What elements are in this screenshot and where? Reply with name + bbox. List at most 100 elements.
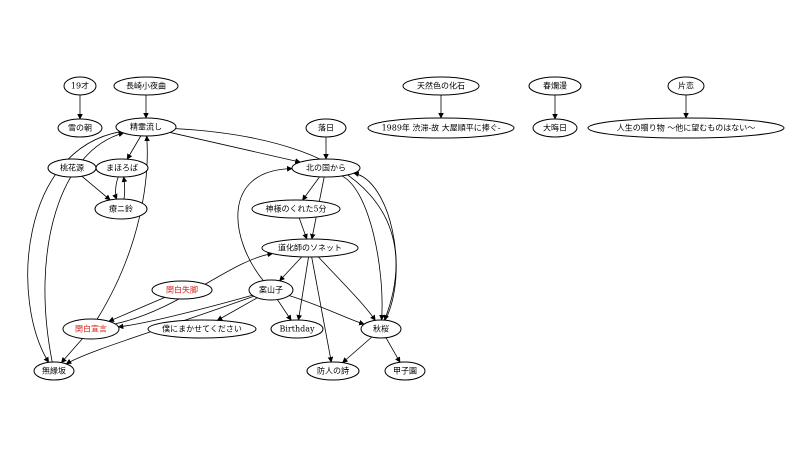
node-shape — [384, 361, 426, 381]
edge-shoryo-to-akizakura — [175, 128, 397, 321]
node-shape — [147, 319, 257, 339]
node-ounichi[interactable]: 大晦日 — [532, 118, 578, 138]
node-shape — [63, 76, 97, 96]
edge-anzanshi-to-kitanokuni — [237, 165, 293, 281]
node-kitanokuni[interactable]: 北の国から — [291, 158, 361, 178]
node-kouji[interactable]: 療ニ鈴 — [94, 198, 148, 220]
node-n1989[interactable]: 1989年 渋滞-故 大屋順平に捧ぐ- — [367, 117, 515, 139]
edge-kanpaku_sengen-to-muenzaka — [61, 338, 83, 364]
node-shape — [360, 319, 402, 339]
node-label: 秋桜 — [373, 324, 389, 334]
node-shape — [291, 158, 361, 178]
node-anzanshi[interactable]: 案山子 — [248, 279, 294, 301]
node-label: 神様のくれた5分 — [265, 204, 326, 214]
node-label: 関白宣言 — [75, 324, 107, 334]
node-shape — [151, 280, 213, 300]
node-akizakura[interactable]: 秋桜 — [360, 319, 402, 339]
node-label: Birthday — [279, 325, 315, 334]
node-sakimori[interactable]: 防人の詩 — [306, 361, 360, 381]
node-label: 無縁坂 — [42, 366, 66, 376]
edge-muenzaka-to-shoryo — [44, 131, 125, 363]
node-label: 19才 — [71, 81, 89, 91]
node-label: 大晦日 — [543, 123, 567, 133]
node-shape — [261, 238, 359, 258]
node-shape — [367, 117, 515, 139]
node-shape — [95, 158, 149, 178]
edge-douke-to-akizakura — [318, 256, 376, 321]
node-label: 甲子園 — [393, 367, 417, 376]
node-shape — [113, 76, 179, 96]
node-shape — [251, 199, 341, 219]
node-rakujitsu[interactable]: 落日 — [305, 118, 347, 138]
node-label: 防人の詩 — [317, 366, 349, 376]
edge-mahoroba-to-kouji — [112, 176, 119, 200]
node-label: まほろば — [106, 164, 138, 173]
edge-kitanokuni-to-akizakura — [341, 175, 385, 321]
node-label: 僕にまかせてください — [162, 324, 242, 334]
node-shape — [270, 319, 324, 339]
node-nagasaki[interactable]: 長崎小夜曲 — [113, 76, 179, 96]
edge-anzanshi-to-birthday — [277, 299, 292, 321]
node-shape — [33, 361, 75, 381]
node-label: 精霊流し — [130, 122, 162, 132]
edge-kitanokuni-to-kamisama — [302, 176, 320, 201]
edge-douke-to-anzanshi — [279, 256, 303, 282]
node-mahoroba[interactable]: まほろば — [95, 158, 149, 178]
node-shape — [94, 198, 148, 220]
edge-anzanshi-to-muenzaka — [65, 295, 254, 365]
edge-kanpaku_sengen-to-shoryo — [96, 135, 150, 320]
node-tennen[interactable]: 天然色の化石 — [402, 76, 480, 96]
node-label: 療ニ鈴 — [109, 204, 133, 214]
edge-anzanshi-to-bokuni — [216, 297, 258, 321]
edge-douke-to-birthday — [296, 256, 309, 321]
node-shoryo[interactable]: 精霊流し — [115, 117, 177, 137]
node-kamisama[interactable]: 神様のくれた5分 — [251, 199, 341, 219]
edge-shoryo-to-mahoroba — [126, 135, 142, 160]
node-shape — [306, 361, 360, 381]
node-label: 雪の朝 — [68, 124, 92, 133]
node-bokuni[interactable]: 僕にまかせてください — [147, 319, 257, 339]
edge-tougen-to-kouji — [81, 175, 111, 201]
edge-douke-to-sakimori — [311, 256, 334, 363]
node-label: 道化師のソネット — [278, 243, 342, 253]
edge-shoryo-to-muenzaka — [27, 131, 121, 363]
node-shape — [528, 76, 582, 96]
node-label: 1989年 渋滞-故 大屋順平に捧ぐ- — [382, 123, 501, 133]
node-koshien[interactable]: 甲子園 — [384, 361, 426, 381]
node-jinsei[interactable]: 人生の贈り物 ～他に望むものはない～ — [587, 117, 785, 139]
edge-kanpaku_shikyaku-to-kanpaku_sengen — [108, 297, 165, 322]
node-shape — [532, 118, 578, 138]
node-tougen[interactable]: 桃花源 — [47, 158, 97, 178]
edge-anzanshi-to-akizakura — [289, 295, 365, 326]
node-kanpaku_shikyaku[interactable]: 関白失脚 — [151, 280, 213, 300]
node-label: 片恋 — [678, 81, 694, 91]
node-label: 長崎小夜曲 — [126, 81, 166, 91]
node-shape — [402, 76, 480, 96]
node-label: 人生の贈り物 ～他に望むものはない～ — [617, 123, 756, 133]
node-label: 案山子 — [259, 285, 283, 295]
node-shape — [57, 118, 103, 138]
edge-akizakura-to-kitanokuni — [353, 171, 397, 321]
edge-kouji-to-mahoroba — [121, 176, 128, 200]
node-label: 桃花源 — [60, 163, 84, 173]
node-kanpaku_sengen[interactable]: 関白宣言 — [62, 318, 120, 340]
node-n19[interactable]: 19才 — [63, 76, 97, 96]
node-shape — [62, 318, 120, 340]
node-label: 北の国から — [306, 164, 346, 173]
node-nasa[interactable]: 雪の朝 — [57, 118, 103, 138]
edge-anzanshi-to-kanpaku_sengen — [117, 294, 253, 330]
node-shape — [667, 76, 705, 96]
node-label: 関白失脚 — [166, 285, 198, 295]
node-katakoi[interactable]: 片恋 — [667, 76, 705, 96]
node-douke[interactable]: 道化師のソネット — [261, 238, 359, 258]
node-birthday[interactable]: Birthday — [270, 319, 324, 339]
edges-layer — [27, 95, 689, 365]
node-shape — [248, 279, 294, 301]
node-muenzaka[interactable]: 無縁坂 — [33, 361, 75, 381]
edge-kamisama-to-douke — [298, 217, 308, 240]
edge-akizakura-to-koshien — [385, 337, 401, 363]
node-shunrai[interactable]: 春爛漫 — [528, 76, 582, 96]
node-shape — [305, 118, 347, 138]
